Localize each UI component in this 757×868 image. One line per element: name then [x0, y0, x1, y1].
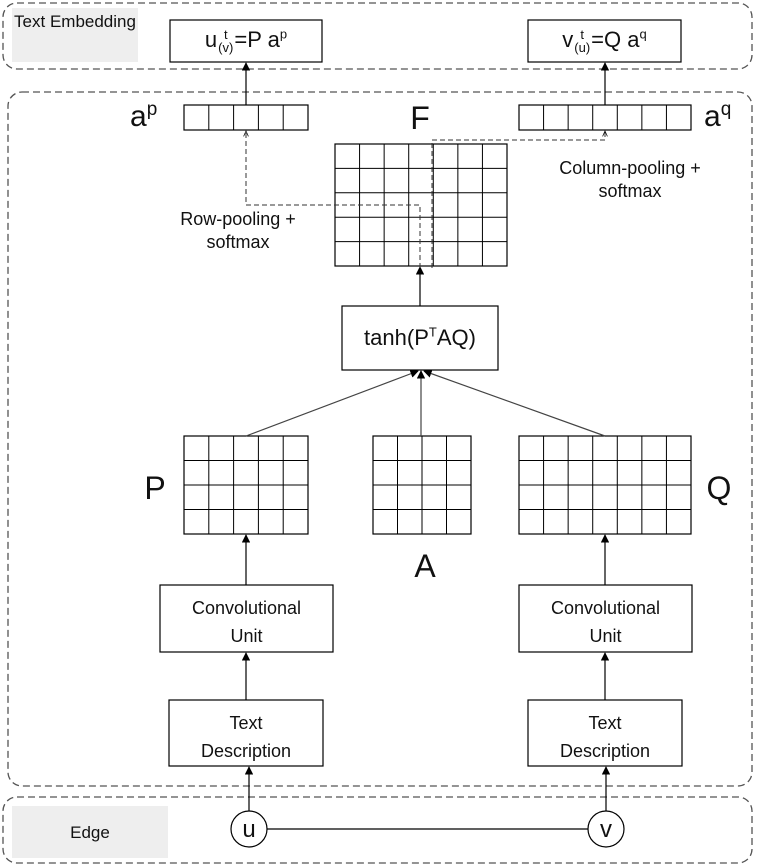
- edge-group: [2, 796, 753, 864]
- u-a: a: [267, 27, 280, 52]
- tanh-box: [341, 305, 499, 371]
- edge-label: Edge: [70, 823, 110, 842]
- aq-base: a: [704, 100, 721, 133]
- conv-unit-right-box: [518, 584, 693, 653]
- text-description-left-line1: Text: [229, 713, 263, 733]
- ap-vector: [183, 104, 309, 131]
- conv-unit-right-label: Convolutional Unit: [519, 594, 692, 650]
- a-matrix: [372, 435, 472, 535]
- u-sup-text: t: [223, 27, 228, 43]
- aq-label: aq: [704, 98, 754, 136]
- conv-unit-left-box: [159, 584, 334, 653]
- text-description-right-box: [527, 699, 683, 767]
- text-description-right-label: Text Description: [528, 709, 682, 765]
- ap-vector-border: [183, 104, 309, 131]
- conv-unit-left-label: Convolutional Unit: [160, 594, 333, 650]
- p-matrix: [183, 435, 309, 535]
- ap-label: ap: [130, 98, 180, 136]
- v-rest: =Q: [591, 27, 628, 52]
- f-label: F: [410, 100, 430, 136]
- tanh-b: AQ): [436, 325, 476, 350]
- row-pooling-line2: softmax: [206, 231, 270, 252]
- tanh-a: tanh(P: [364, 325, 429, 350]
- v-a: a: [627, 27, 640, 52]
- row-pooling-path: [246, 131, 421, 268]
- column-pooling-line1: Column-pooling +: [559, 158, 701, 178]
- conv-unit-right-line2: Unit: [589, 626, 622, 646]
- text-description-left-label: Text Description: [169, 709, 323, 765]
- text-embedding-label: Text Embedding: [14, 12, 136, 31]
- aq-sup: q: [720, 99, 732, 120]
- aq-vector-border: [518, 104, 692, 131]
- v-sub-text: (u): [574, 40, 591, 56]
- ap-sup: p: [146, 99, 158, 120]
- v-base: v: [562, 27, 574, 52]
- node-u-label: u: [242, 816, 256, 843]
- v-a-sup: q: [639, 26, 647, 42]
- u-base: u: [204, 27, 218, 52]
- aq-vector: [518, 104, 692, 131]
- u-rest: =P: [234, 27, 268, 52]
- row-pooling-line1: Row-pooling +: [180, 209, 296, 229]
- u-a-sup: p: [279, 26, 288, 42]
- node-v-label: v: [600, 816, 612, 843]
- text-embedding-tag: [12, 8, 138, 62]
- v-sup-text: t: [580, 27, 585, 43]
- q-label: Q: [706, 470, 732, 506]
- text-embedding-group: [2, 2, 753, 70]
- column-pooling-label: Column-pooling + softmax: [532, 157, 728, 202]
- tanh-label: tanh(PTAQ): [342, 324, 498, 352]
- u-sub-text: (v): [218, 40, 234, 56]
- edge-tag: [12, 806, 168, 858]
- arrow-p-to-tanh: [245, 369, 419, 437]
- column-pooling-line2: softmax: [598, 180, 662, 201]
- text-description-left-box: [168, 699, 324, 767]
- tanh-sup: T: [428, 324, 437, 340]
- conv-unit-left-line1: Convolutional: [191, 598, 302, 618]
- arrow-q-to-tanh: [423, 369, 606, 437]
- row-pooling-label: Row-pooling + softmax: [158, 208, 318, 253]
- text-description-left-line2: Description: [200, 741, 292, 761]
- text-description-right-line1: Text: [588, 713, 622, 733]
- p-label: P: [144, 470, 166, 506]
- v-embedding-box: [527, 19, 682, 63]
- q-matrix: [518, 435, 692, 535]
- model-group: [7, 91, 753, 787]
- u-sup: t(v): [218, 28, 233, 54]
- a-label: A: [414, 548, 436, 584]
- column-pooling-path: [431, 131, 605, 268]
- text-description-right-line2: Description: [559, 741, 651, 761]
- v-sup: t(u): [574, 28, 590, 54]
- ap-base: a: [130, 100, 147, 133]
- conv-unit-left-line2: Unit: [230, 626, 263, 646]
- conv-unit-right-line1: Convolutional: [550, 598, 661, 618]
- u-embedding-box: [169, 19, 323, 63]
